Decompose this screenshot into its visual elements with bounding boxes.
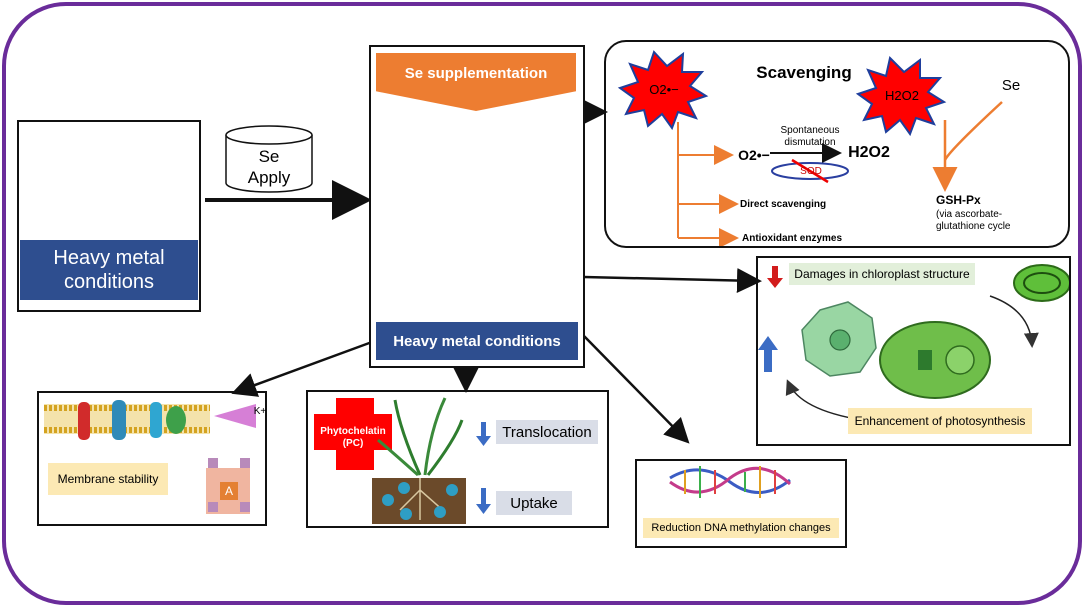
spontaneous-line1: Spontaneous (780, 124, 840, 136)
scavenging-title: Scavenging (756, 63, 852, 82)
pc-graphics (314, 397, 491, 524)
increase-arrow (758, 336, 778, 372)
phytochelatin-cross (314, 398, 392, 470)
peroxide-burst-label: H2O2 (885, 87, 919, 103)
gshpx-label: GSH-Px (936, 193, 981, 207)
se-apply-line1: Se (258, 147, 280, 166)
uptake-label: Uptake (496, 491, 572, 515)
scavenging-graphics (617, 50, 1003, 248)
arrow-center-to-chloroplast (583, 268, 762, 294)
direct-scavenging-label: Direct scavenging (740, 198, 827, 210)
scavenging-panel (604, 40, 1070, 248)
peroxide-burst (855, 56, 947, 137)
chloroplast-panel (756, 256, 1071, 446)
membrane-graphics (44, 400, 256, 514)
se-apply-line2: Apply (247, 168, 291, 187)
dna-helix-graphics (669, 466, 792, 498)
antioxidant-enzymes-label: Antioxidant enzymes (742, 232, 843, 244)
phytochelatin-panel (306, 390, 609, 528)
via-line1: (via ascorbate- (936, 208, 1003, 220)
arrow-center-to-dna (583, 335, 690, 444)
left-panel-label: Heavy metal conditions (20, 240, 198, 300)
phytochelatin-name-line1: Phytochelatin (320, 425, 386, 437)
arrow-center-to-membrane (231, 340, 373, 397)
superoxide-text: O2•− (738, 147, 770, 163)
se-apply-cylinder (225, 125, 313, 193)
dna-panel (635, 459, 847, 548)
photosynthesis-enhancement-label: Enhancement of photosynthesis (848, 408, 1032, 434)
sod-label: SOD (800, 165, 822, 177)
chloroplast-damage-label: Damages in chloroplast structure (789, 263, 975, 285)
membrane-panel (37, 391, 267, 526)
se-supplementation-label: Se supplementation (404, 64, 548, 82)
dna-methylation-label: Reduction DNA methylation changes (643, 518, 839, 538)
membrane-stability-label: Membrane stability (48, 463, 168, 495)
phytochelatin-name-line2: (PC) (342, 437, 364, 449)
peroxide-text: H2O2 (848, 144, 890, 161)
superoxide-burst-label: O2•− (649, 81, 679, 97)
center-panel-label: Heavy metal conditions (376, 322, 578, 360)
decrease-arrow (767, 266, 783, 288)
spontaneous-line2: dismutation (784, 136, 836, 148)
via-line2: glutathione cycle (936, 220, 1011, 232)
translocation-label: Translocation (496, 420, 598, 444)
k-plus-label: K+ (253, 405, 267, 417)
a-label: A (224, 484, 233, 498)
se-label: Se (1001, 76, 1021, 94)
superoxide-burst (617, 50, 709, 131)
